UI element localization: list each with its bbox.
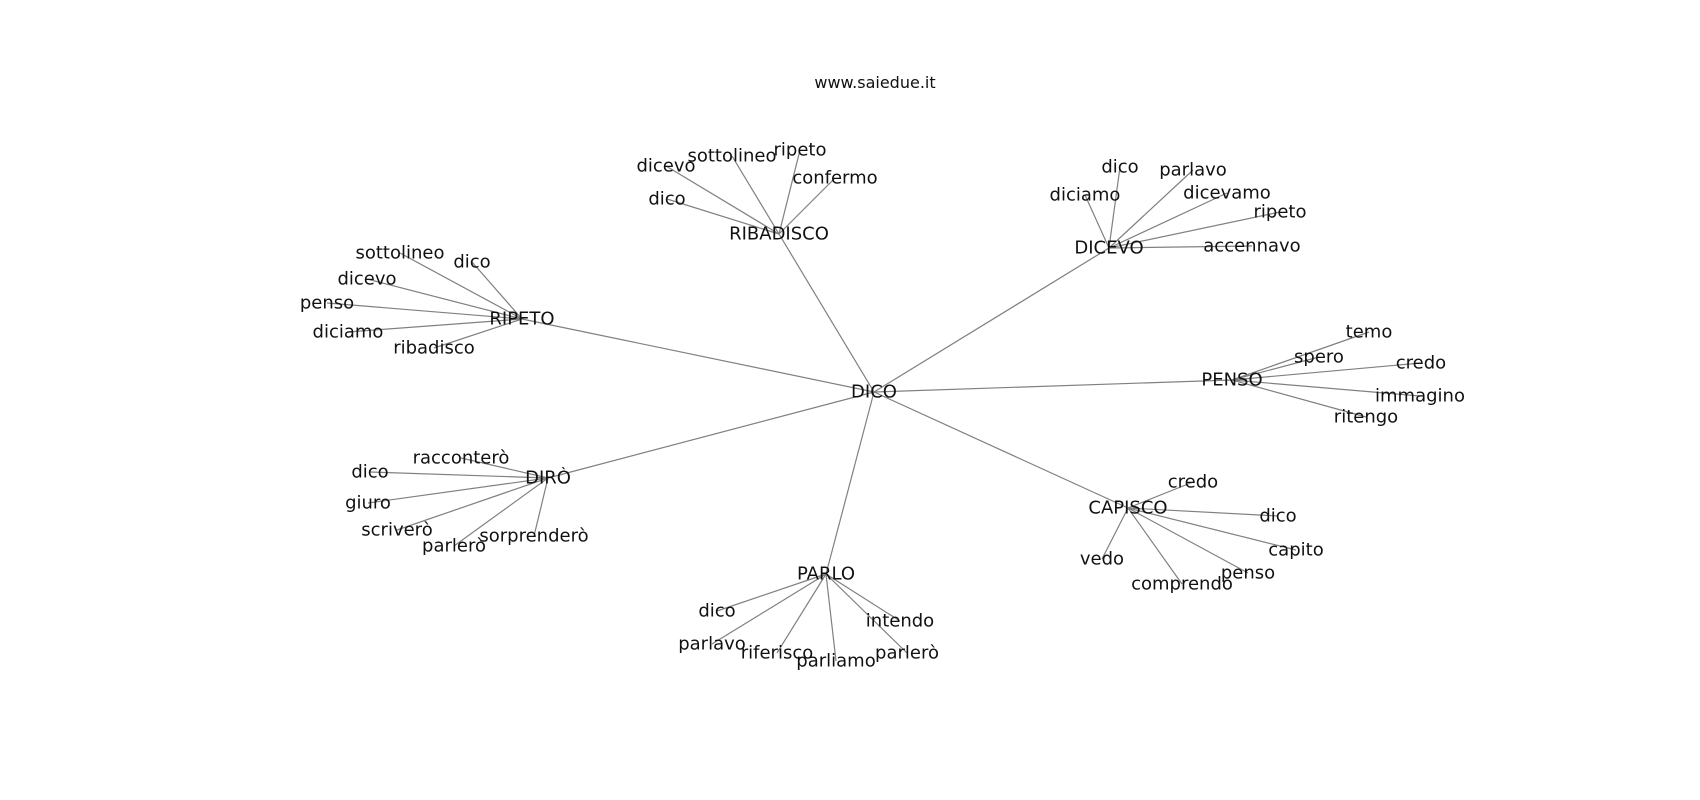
node-leaf-penso-ritengo: ritengo xyxy=(1334,407,1398,428)
node-leaf-parlo-parlero: parlerò xyxy=(875,643,939,664)
edge-ripeto-dico xyxy=(471,261,523,320)
node-center: DICO xyxy=(851,382,897,403)
node-leaf-capisco-dico: dico xyxy=(1259,506,1296,527)
node-leaf-capisco-comprendo: comprendo xyxy=(1131,574,1233,595)
edge-diro-sorprendero xyxy=(533,477,549,537)
node-leaf-diro-giuro: giuro xyxy=(345,493,391,514)
node-leaf-parlo-riferisco: riferisco xyxy=(741,643,814,664)
edge-dicevo-diciamo xyxy=(1084,194,1110,249)
node-leaf-ripeto-sottolineo: sottolineo xyxy=(355,243,444,264)
edge-parlo-riferisco xyxy=(776,573,827,654)
edge-penso-ritengo xyxy=(1231,379,1367,418)
node-leaf-ribadisco-dico: dico xyxy=(648,189,685,210)
labels-layer: DICORIBADISCOdicevosottolineoripetoconfe… xyxy=(300,140,1465,672)
node-leaf-dicevo-dico: dico xyxy=(1101,157,1138,178)
node-leaf-diro-dico: dico xyxy=(351,462,388,483)
edge-ripeto-penso xyxy=(326,302,523,320)
edge-center-capisco xyxy=(873,391,1129,509)
node-leaf-penso-credo: credo xyxy=(1396,353,1446,374)
node-leaf-capisco-capito: capito xyxy=(1268,540,1323,561)
edge-center-dicevo xyxy=(873,247,1110,393)
edge-ripeto-dicevo xyxy=(366,278,523,320)
node-leaf-ripeto-penso: penso xyxy=(300,293,354,314)
node-leaf-capisco-credo: credo xyxy=(1168,472,1218,493)
node-leaf-dicevo-accennavo: accennavo xyxy=(1203,236,1300,257)
edge-capisco-comprendo xyxy=(1127,507,1183,585)
node-leaf-ripeto-ribadisco: ribadisco xyxy=(393,338,475,359)
node-hub-ribadisco: RIBADISCO xyxy=(729,224,829,245)
edge-dicevo-accennavo xyxy=(1108,245,1253,249)
node-leaf-dicevo-parlavo: parlavo xyxy=(1159,160,1227,181)
edge-penso-credo xyxy=(1231,362,1422,381)
node-leaf-dicevo-dicevamo: dicevamo xyxy=(1183,183,1271,204)
edge-parlo-parlavo xyxy=(711,573,827,645)
edge-penso-spero xyxy=(1231,356,1320,381)
node-leaf-penso-spero: spero xyxy=(1294,347,1344,368)
node-leaf-diro-raccontero: racconterò xyxy=(413,448,510,469)
node-leaf-capisco-vedo: vedo xyxy=(1080,549,1124,570)
node-hub-parlo: PARLO xyxy=(797,564,855,585)
node-hub-diro: DIRÒ xyxy=(525,467,571,489)
node-leaf-ripeto-dicevo: dicevo xyxy=(337,269,396,290)
edges-layer xyxy=(326,149,1422,662)
edge-capisco-dico xyxy=(1127,507,1279,517)
edge-parlo-parliamo xyxy=(825,573,837,662)
edge-ribadisco-ripeto xyxy=(778,149,801,235)
node-leaf-parlo-parlavo: parlavo xyxy=(678,634,746,655)
edge-diro-raccontero xyxy=(460,457,549,479)
node-leaf-penso-temo: temo xyxy=(1346,322,1393,343)
node-leaf-ribadisco-confermo: confermo xyxy=(792,168,877,189)
node-leaf-ribadisco-dicevo: dicevo xyxy=(636,156,695,177)
edge-capisco-vedo xyxy=(1101,507,1129,560)
edge-center-ribadisco xyxy=(778,233,875,393)
node-leaf-diro-scrivero: scriverò xyxy=(361,520,432,541)
node-leaf-ribadisco-ripeto: ripeto xyxy=(774,140,827,161)
edge-dicevo-ripeto xyxy=(1108,211,1281,249)
edge-ribadisco-dicevo xyxy=(665,165,780,235)
node-hub-dicevo: DICEVO xyxy=(1074,238,1143,259)
node-leaf-diro-sorprendero: sorprenderò xyxy=(479,526,588,547)
node-leaf-parlo-parliamo: parliamo xyxy=(796,651,875,672)
edge-dicevo-parlavo xyxy=(1108,169,1194,249)
edge-diro-giuro xyxy=(367,477,549,504)
edge-ribadisco-dico xyxy=(666,198,780,235)
edge-center-parlo xyxy=(825,391,875,575)
node-hub-capisco: CAPISCO xyxy=(1088,498,1167,519)
edge-parlo-parlero xyxy=(825,573,908,654)
edge-capisco-capito xyxy=(1127,507,1297,551)
edge-ripeto-diciamo xyxy=(347,318,523,333)
node-leaf-diro-parlero: parlerò xyxy=(422,536,486,557)
node-leaf-dicevo-ripeto: ripeto xyxy=(1254,202,1307,223)
edge-center-ripeto xyxy=(521,318,875,393)
edge-ripeto-ribadisco xyxy=(433,318,523,349)
node-leaf-parlo-intendo: intendo xyxy=(866,611,934,632)
node-hub-penso: PENSO xyxy=(1201,370,1262,391)
edge-diro-scrivero xyxy=(396,477,549,531)
edge-dicevo-dicevamo xyxy=(1108,192,1228,249)
edge-center-diro xyxy=(547,391,875,479)
edge-ribadisco-confermo xyxy=(778,177,836,235)
edge-parlo-dico xyxy=(716,573,827,612)
edge-capisco-credo xyxy=(1127,481,1194,509)
edge-dicevo-dico xyxy=(1108,166,1121,249)
edge-parlo-intendo xyxy=(825,573,901,622)
edge-ripeto-sottolineo xyxy=(399,252,523,320)
edge-diro-dico xyxy=(369,471,549,479)
edge-diro-parlero xyxy=(453,477,549,547)
node-hub-ripeto: RIPETO xyxy=(489,309,554,330)
edge-ribadisco-sottolineo xyxy=(731,155,780,235)
node-leaf-penso-immagino: immagino xyxy=(1375,386,1465,407)
node-leaf-ripeto-diciamo: diciamo xyxy=(313,322,384,343)
node-leaf-ripeto-dico: dico xyxy=(453,252,490,273)
node-leaf-ribadisco-sottolineo: sottolineo xyxy=(687,146,776,167)
node-leaf-parlo-dico: dico xyxy=(698,601,735,622)
edge-penso-immagino xyxy=(1231,379,1421,397)
diagram-title: www.saiedue.it xyxy=(814,73,935,92)
node-leaf-dicevo-diciamo: diciamo xyxy=(1050,185,1121,206)
edge-center-penso xyxy=(873,379,1233,393)
node-leaf-capisco-penso: penso xyxy=(1221,563,1275,584)
edge-capisco-penso xyxy=(1127,507,1249,574)
edge-penso-temo xyxy=(1231,331,1370,381)
